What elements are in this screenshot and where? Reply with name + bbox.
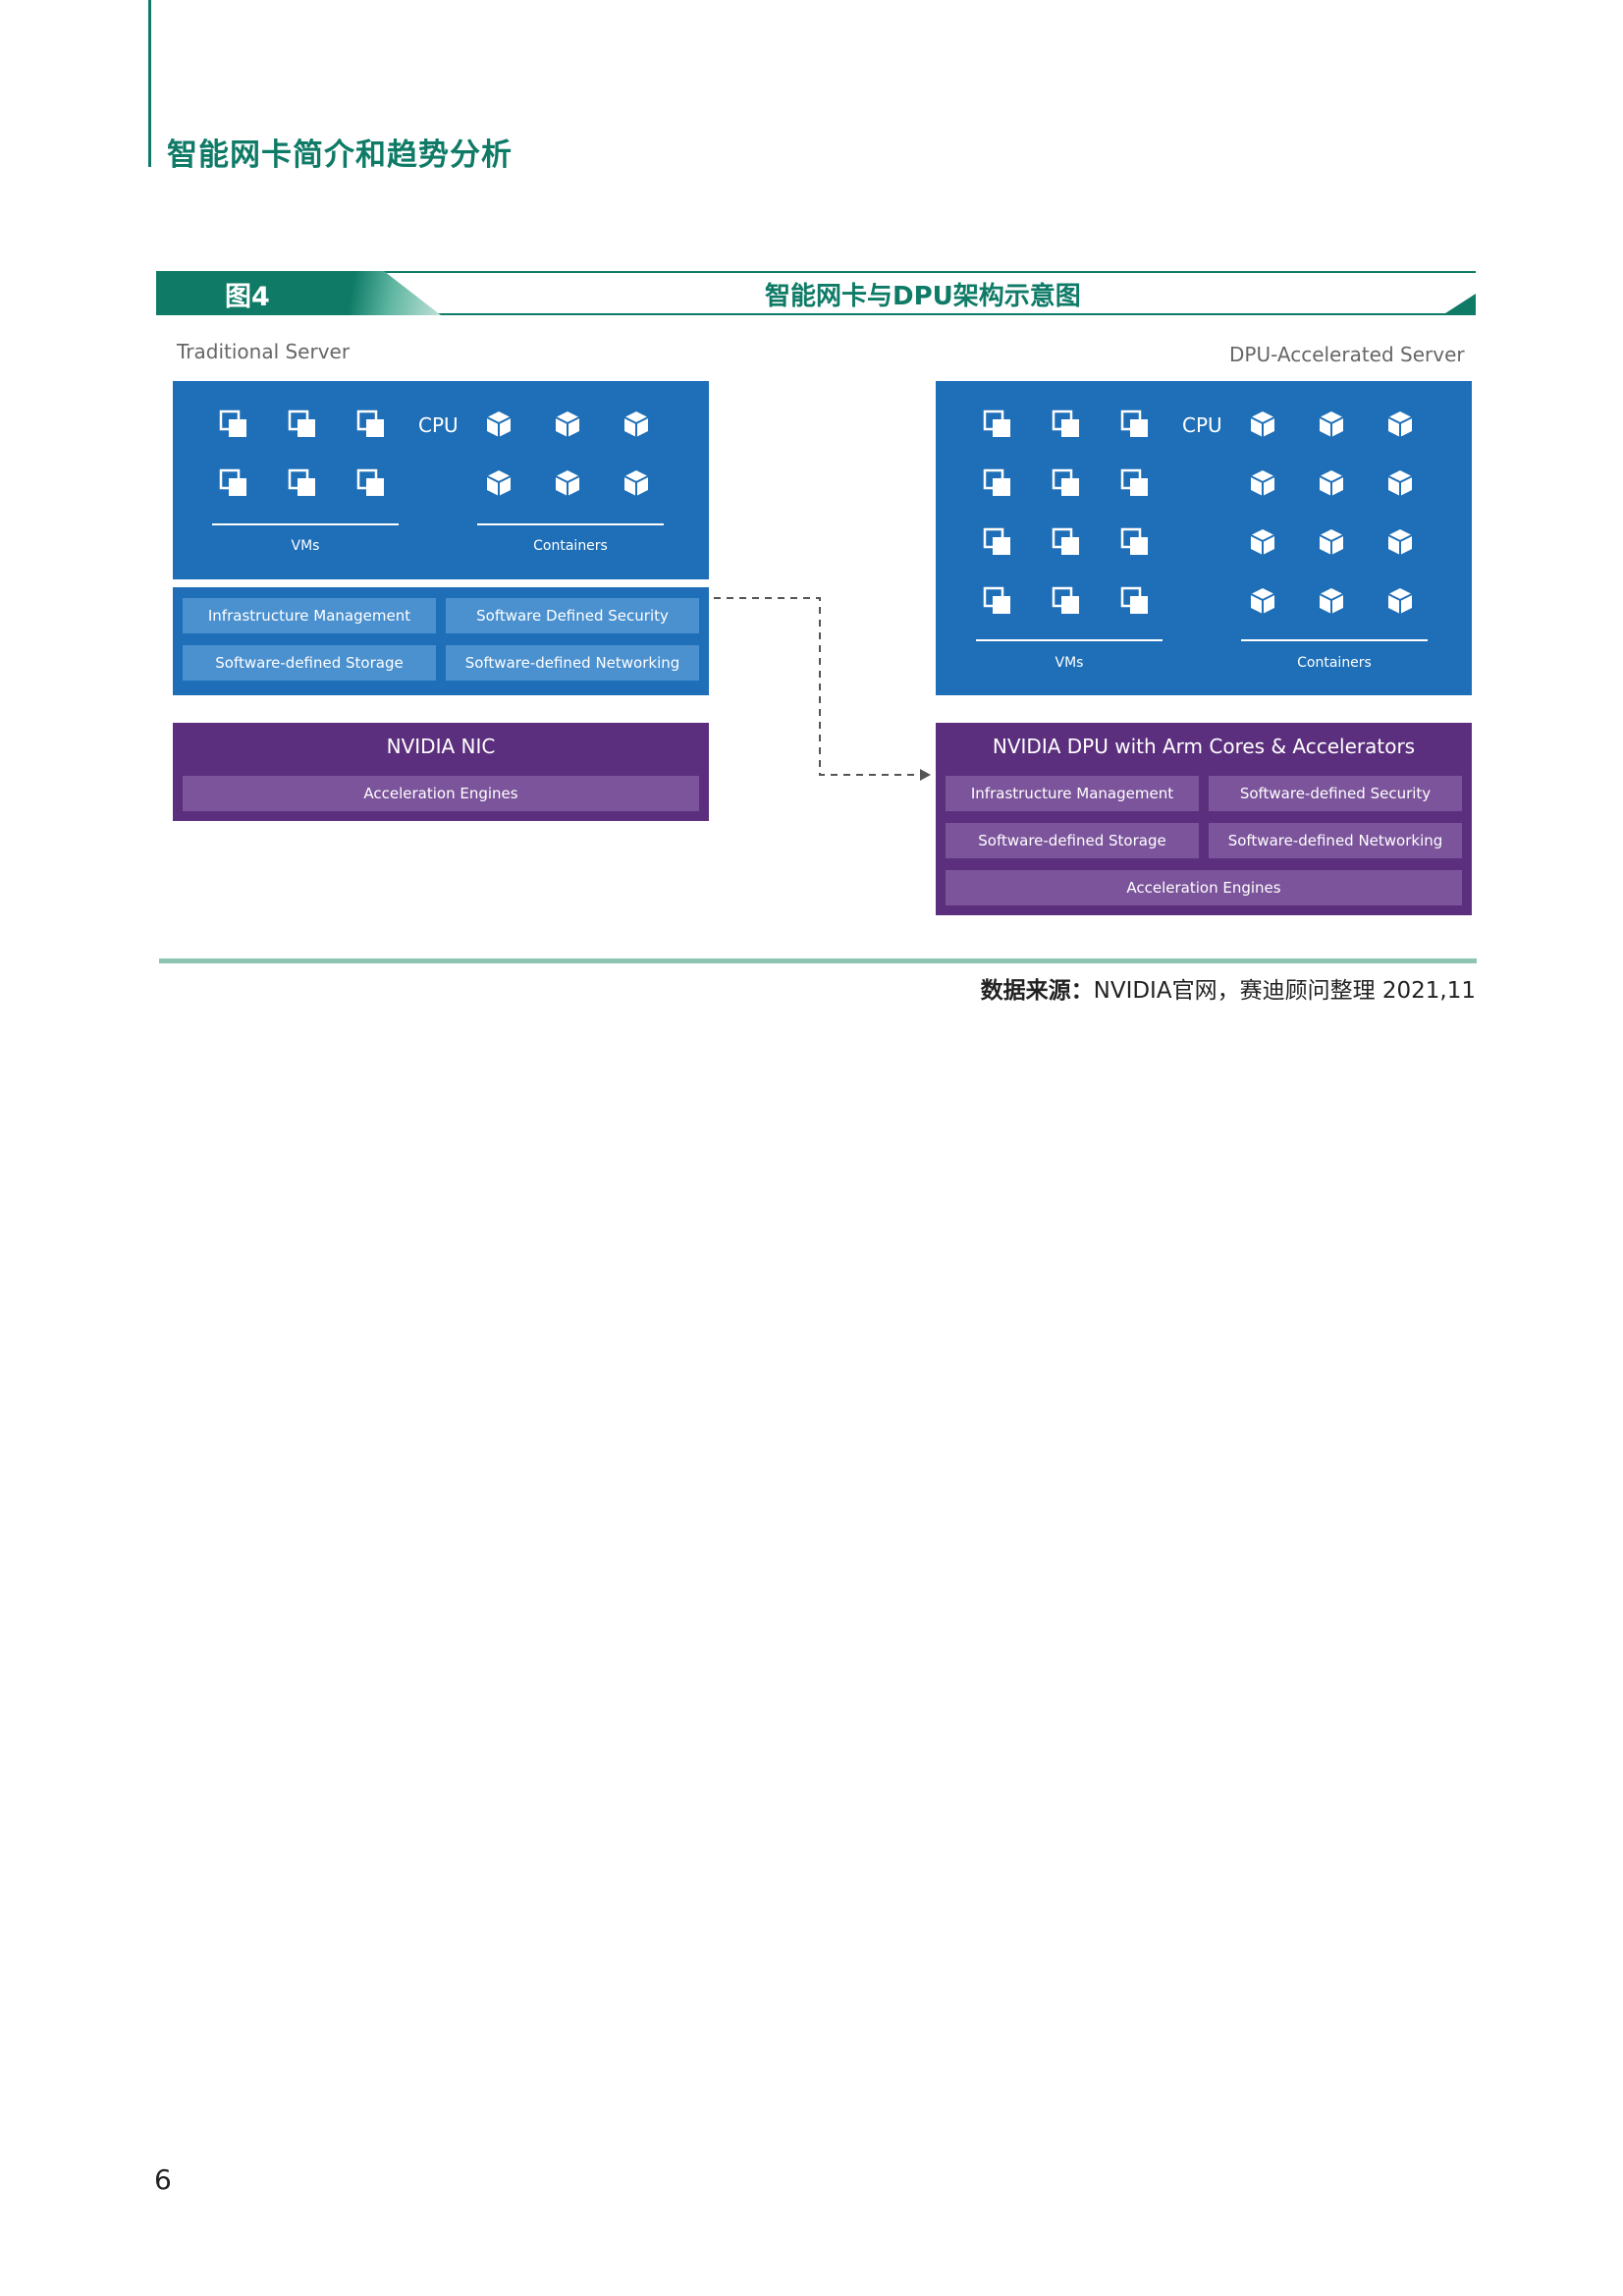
figure-title: 智能网卡与DPU架构示意图	[765, 282, 1081, 311]
container-icon	[1386, 468, 1414, 498]
container-icon	[1249, 586, 1276, 616]
container-icon	[1386, 410, 1414, 439]
container-icon	[1318, 468, 1345, 498]
container-icon	[1386, 586, 1414, 616]
cpu-label: CPU	[418, 413, 459, 437]
dpu-title: NVIDIA DPU with Arm Cores & Accelerators	[992, 735, 1416, 758]
service-cell: Infrastructure Management	[183, 598, 436, 633]
nvidia-nic-panel: NVIDIA NIC Acceleration Engines	[173, 723, 709, 821]
service-cell: Software Defined Security	[446, 598, 699, 633]
vm-icon	[1120, 468, 1150, 498]
vm-icon	[1052, 527, 1081, 557]
figure-banner: 图4 智能网卡与DPU架构示意图	[156, 271, 1476, 315]
vms-underline	[212, 523, 399, 525]
vm-icon	[983, 586, 1012, 616]
vm-icon	[983, 410, 1012, 439]
vm-icon	[356, 410, 386, 439]
vm-icon	[219, 410, 248, 439]
dashed-arrow	[714, 597, 931, 781]
vm-icon	[1052, 586, 1081, 616]
container-icon	[1318, 410, 1345, 439]
service-cell: Software-defined Storage	[946, 823, 1199, 858]
containers-underline	[1241, 639, 1428, 641]
vm-icon	[288, 410, 317, 439]
source-note: 数据来源：NVIDIA官网，赛迪顾问整理 2021,11	[981, 971, 1476, 1005]
page-number: 6	[154, 2163, 172, 2196]
vm-icon	[1120, 527, 1150, 557]
source-divider	[159, 958, 1477, 963]
container-icon	[622, 468, 650, 498]
header-rule	[148, 0, 151, 167]
vms-label: VMs	[291, 538, 320, 554]
container-icon	[1249, 468, 1276, 498]
container-icon	[1318, 527, 1345, 557]
traditional-services-panel: Infrastructure Management Software Defin…	[173, 587, 709, 695]
vm-icon	[1052, 410, 1081, 439]
container-icon	[1249, 410, 1276, 439]
vms-underline	[976, 639, 1163, 641]
figure-label-box	[156, 271, 441, 315]
container-icon	[554, 468, 581, 498]
service-cell: Infrastructure Management	[946, 776, 1199, 811]
traditional-cpu-panel: CPU VMs Containers	[173, 381, 709, 579]
vm-icon	[1120, 586, 1150, 616]
source-label: 数据来源：	[980, 978, 1094, 1004]
vm-icon	[288, 468, 317, 498]
banner-corner	[1442, 294, 1476, 315]
container-icon	[622, 410, 650, 439]
source-text: NVIDIA官网，赛迪顾问整理 2021,11	[1093, 978, 1476, 1004]
vms-label: VMs	[1055, 655, 1084, 671]
nic-title: NVIDIA NIC	[386, 735, 496, 758]
acceleration-engines-cell: Acceleration Engines	[183, 776, 699, 811]
vm-icon	[983, 468, 1012, 498]
vm-icon	[1120, 410, 1150, 439]
cpu-label: CPU	[1182, 413, 1222, 437]
dpu-server-heading: DPU-Accelerated Server	[1229, 343, 1465, 366]
service-cell: Software-defined Security	[1209, 776, 1462, 811]
banner-bottom-line	[156, 313, 1476, 315]
service-cell: Software-defined Networking	[446, 645, 699, 681]
container-icon	[485, 468, 513, 498]
banner-top-line	[323, 271, 1476, 273]
vm-icon	[983, 527, 1012, 557]
containers-label: Containers	[533, 538, 608, 554]
dpu-cpu-panel: CPU VMs Containers	[936, 381, 1472, 695]
vm-icon	[356, 468, 386, 498]
containers-underline	[477, 523, 664, 525]
figure-label: 图4	[225, 282, 270, 312]
vm-icon	[219, 468, 248, 498]
container-icon	[485, 410, 513, 439]
container-icon	[554, 410, 581, 439]
containers-label: Containers	[1297, 655, 1372, 671]
vm-icon	[1052, 468, 1081, 498]
nvidia-dpu-panel: NVIDIA DPU with Arm Cores & Accelerators…	[936, 723, 1472, 915]
page-header-title: 智能网卡简介和趋势分析	[167, 137, 513, 173]
service-cell: Software-defined Networking	[1209, 823, 1462, 858]
traditional-server-heading: Traditional Server	[177, 340, 351, 363]
container-icon	[1249, 527, 1276, 557]
container-icon	[1386, 527, 1414, 557]
acceleration-engines-cell: Acceleration Engines	[946, 870, 1462, 905]
container-icon	[1318, 586, 1345, 616]
service-cell: Software-defined Storage	[183, 645, 436, 681]
